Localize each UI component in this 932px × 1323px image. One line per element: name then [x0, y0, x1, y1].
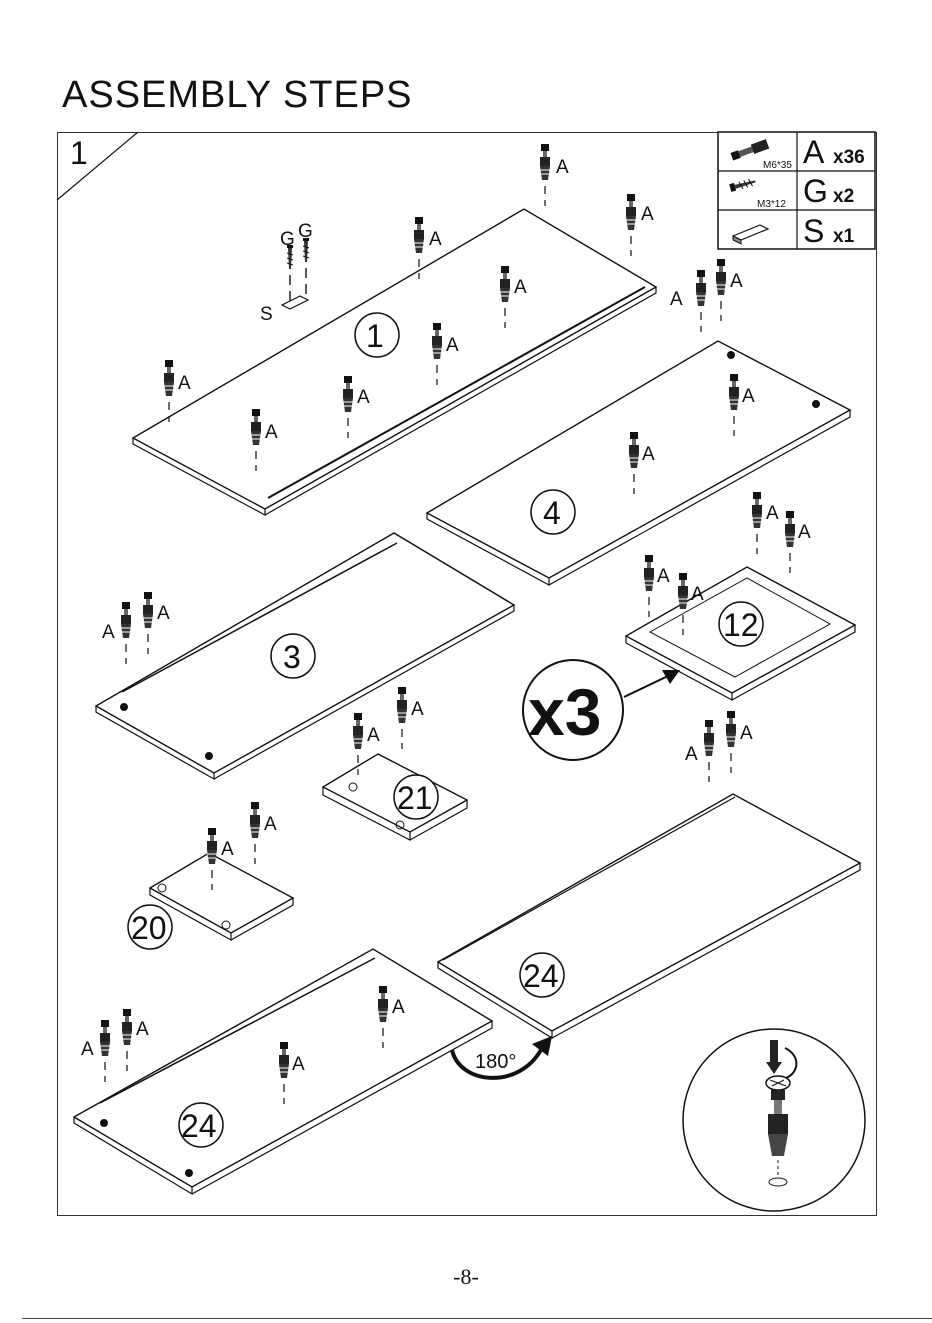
legend-code-g: G	[803, 173, 828, 209]
panel-label-4: 4	[543, 495, 561, 531]
legend-qty-g: x2	[833, 186, 854, 207]
multiplier-badge: x3	[523, 660, 680, 760]
hw-label: A	[264, 814, 277, 835]
hw-label: A	[446, 335, 459, 356]
hw-label: A	[157, 603, 170, 624]
legend-spec-g: M3*12	[757, 199, 786, 210]
legend-qty-a: x36	[833, 147, 865, 168]
panel-label-20: 20	[131, 910, 167, 946]
hw-label-s: S	[260, 304, 273, 325]
hardware-legend: M6*35 A x36 M3*12 G x2 S x1	[718, 132, 875, 249]
hw-label: A	[642, 444, 655, 465]
hw-label: A	[691, 584, 704, 605]
hw-label: A	[766, 503, 779, 524]
hw-label: A	[392, 997, 405, 1018]
panel-label-1: 1	[366, 318, 384, 354]
step-corner: 1	[57, 132, 138, 200]
hw-label: A	[685, 744, 698, 765]
hw-label: A	[136, 1019, 149, 1040]
panel-label-24-left: 24	[181, 1108, 217, 1144]
rotation-label: 180°	[475, 1051, 516, 1073]
panel-21: 21	[323, 754, 467, 840]
hw-label: A	[81, 1039, 94, 1060]
hw-label: A	[670, 289, 683, 310]
hw-label: A	[742, 386, 755, 407]
hw-label: A	[740, 723, 753, 744]
panel-20: 20	[128, 853, 293, 949]
panel-label-3: 3	[283, 639, 301, 675]
panel-3: 3	[96, 533, 514, 779]
legend-code-a: A	[803, 134, 825, 170]
hw-label: A	[102, 622, 115, 643]
hw-label: A	[367, 725, 380, 746]
hw-label: A	[730, 271, 743, 292]
hw-label: A	[556, 157, 569, 178]
panel-24-right: 24	[438, 794, 860, 1038]
page-number: -8-	[0, 1264, 932, 1290]
hw-label: A	[429, 229, 442, 250]
hw-label: A	[292, 1054, 305, 1075]
panel-label-12: 12	[723, 607, 759, 643]
step-number: 1	[70, 135, 88, 171]
hw-label: A	[798, 522, 811, 543]
hw-label: A	[657, 566, 670, 587]
bottom-rule	[22, 1318, 932, 1319]
multiplier-text: x3	[528, 675, 601, 749]
detail-inset	[683, 1029, 865, 1211]
hw-label: A	[411, 699, 424, 720]
hw-label-g: G	[298, 221, 313, 242]
hw-label: A	[221, 839, 234, 860]
hw-label: A	[357, 387, 370, 408]
legend-code-s: S	[803, 213, 824, 249]
hw-label: A	[641, 204, 654, 225]
panel-label-24-right: 24	[523, 958, 559, 994]
hw-label: A	[178, 373, 191, 394]
legend-spec-a: M6*35	[763, 160, 792, 171]
panel-label-21: 21	[397, 780, 433, 816]
legend-qty-s: x1	[833, 226, 855, 247]
hw-label: A	[265, 422, 278, 443]
hw-label-g: G	[280, 229, 295, 250]
hw-label: A	[514, 277, 527, 298]
